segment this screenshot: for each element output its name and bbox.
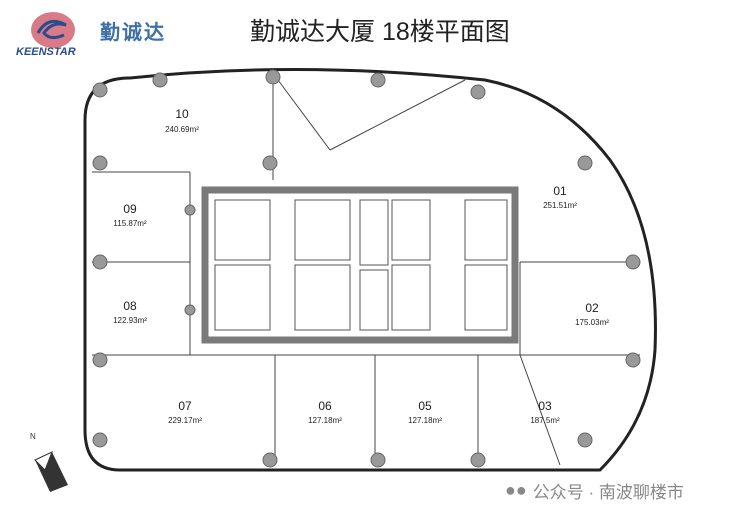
room-number: 01 — [553, 184, 567, 198]
room-08: 08 122.93m² — [113, 299, 147, 325]
room-05: 05 127.18m² — [408, 399, 442, 425]
room-area: 251.51m² — [543, 201, 577, 210]
room-area: 240.69m² — [165, 125, 199, 134]
room-03: 03 187.5m² — [530, 399, 560, 425]
room-number: 03 — [538, 399, 552, 413]
room-area: 229.17m² — [168, 416, 202, 425]
watermark: ●● 公众号 · 南波聊楼市 — [505, 478, 684, 503]
page-title: 勤诚达大厦 18楼平面图 — [250, 18, 510, 46]
compass-arrow-icon — [34, 451, 68, 492]
wechat-icon: ●● — [505, 480, 527, 500]
room-number: 07 — [178, 399, 192, 413]
room-number: 05 — [418, 399, 432, 413]
brand-chinese: 勤诚达 — [100, 22, 166, 44]
room-area: 122.93m² — [113, 316, 147, 325]
room-area: 187.5m² — [530, 416, 560, 425]
room-area: 127.18m² — [408, 416, 442, 425]
room-number: 06 — [318, 399, 332, 413]
brand-english: KEENSTAR — [16, 46, 76, 58]
structural-columns — [92, 69, 641, 468]
room-07: 07 229.17m² — [168, 399, 202, 425]
outer-wall — [83, 67, 657, 472]
room-number: 02 — [585, 301, 599, 315]
keenstar-logo — [18, 8, 88, 58]
room-01: 01 251.51m² — [543, 184, 577, 210]
room-10: 10 240.69m² — [165, 107, 199, 134]
room-area: 115.87m² — [113, 219, 147, 228]
room-number: 10 — [175, 107, 189, 121]
room-number: 08 — [123, 299, 137, 313]
watermark-text: 公众号 · 南波聊楼市 — [532, 483, 684, 502]
compass-north-label: N — [30, 432, 36, 441]
room-number: 09 — [123, 202, 137, 216]
room-area: 175.03m² — [575, 318, 609, 327]
room-06: 06 127.18m² — [308, 399, 342, 425]
room-area: 127.18m² — [308, 416, 342, 425]
room-09: 09 115.87m² — [113, 202, 147, 228]
room-02: 02 175.03m² — [575, 301, 609, 327]
